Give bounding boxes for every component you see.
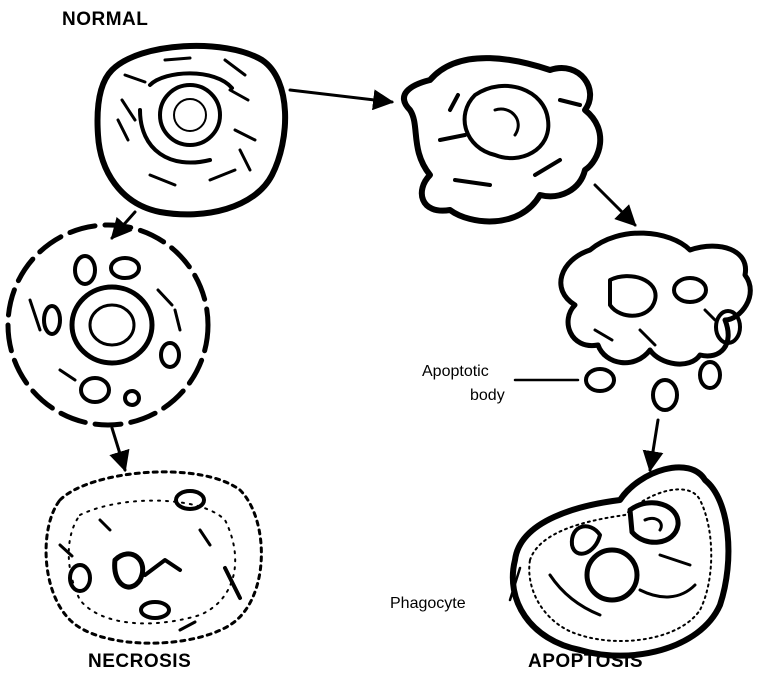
fragmenting-cell <box>561 233 750 410</box>
label-apoptotic-body-line1: Apoptotic <box>422 364 489 380</box>
label-phagocyte: Phagocyte <box>390 596 466 612</box>
swollen-cell <box>8 225 208 425</box>
label-apoptosis: APOPTOSIS <box>528 652 643 671</box>
necrotic-cell <box>46 472 261 643</box>
arrow-fragmenting-to-phagocyte <box>650 420 658 470</box>
arrow-swollen-to-necrotic <box>112 428 125 470</box>
label-necrosis: NECROSIS <box>88 652 191 671</box>
arrows <box>112 90 658 600</box>
arrow-shrinking-to-fragmenting <box>595 185 635 225</box>
phagocyte-cell <box>513 467 729 655</box>
label-apoptotic-body-line2: body <box>470 388 505 404</box>
normal-cell <box>98 46 286 215</box>
label-normal: NORMAL <box>62 10 148 29</box>
shrinking-cell <box>404 58 600 221</box>
arrow-normal-to-shrinking <box>290 90 392 102</box>
